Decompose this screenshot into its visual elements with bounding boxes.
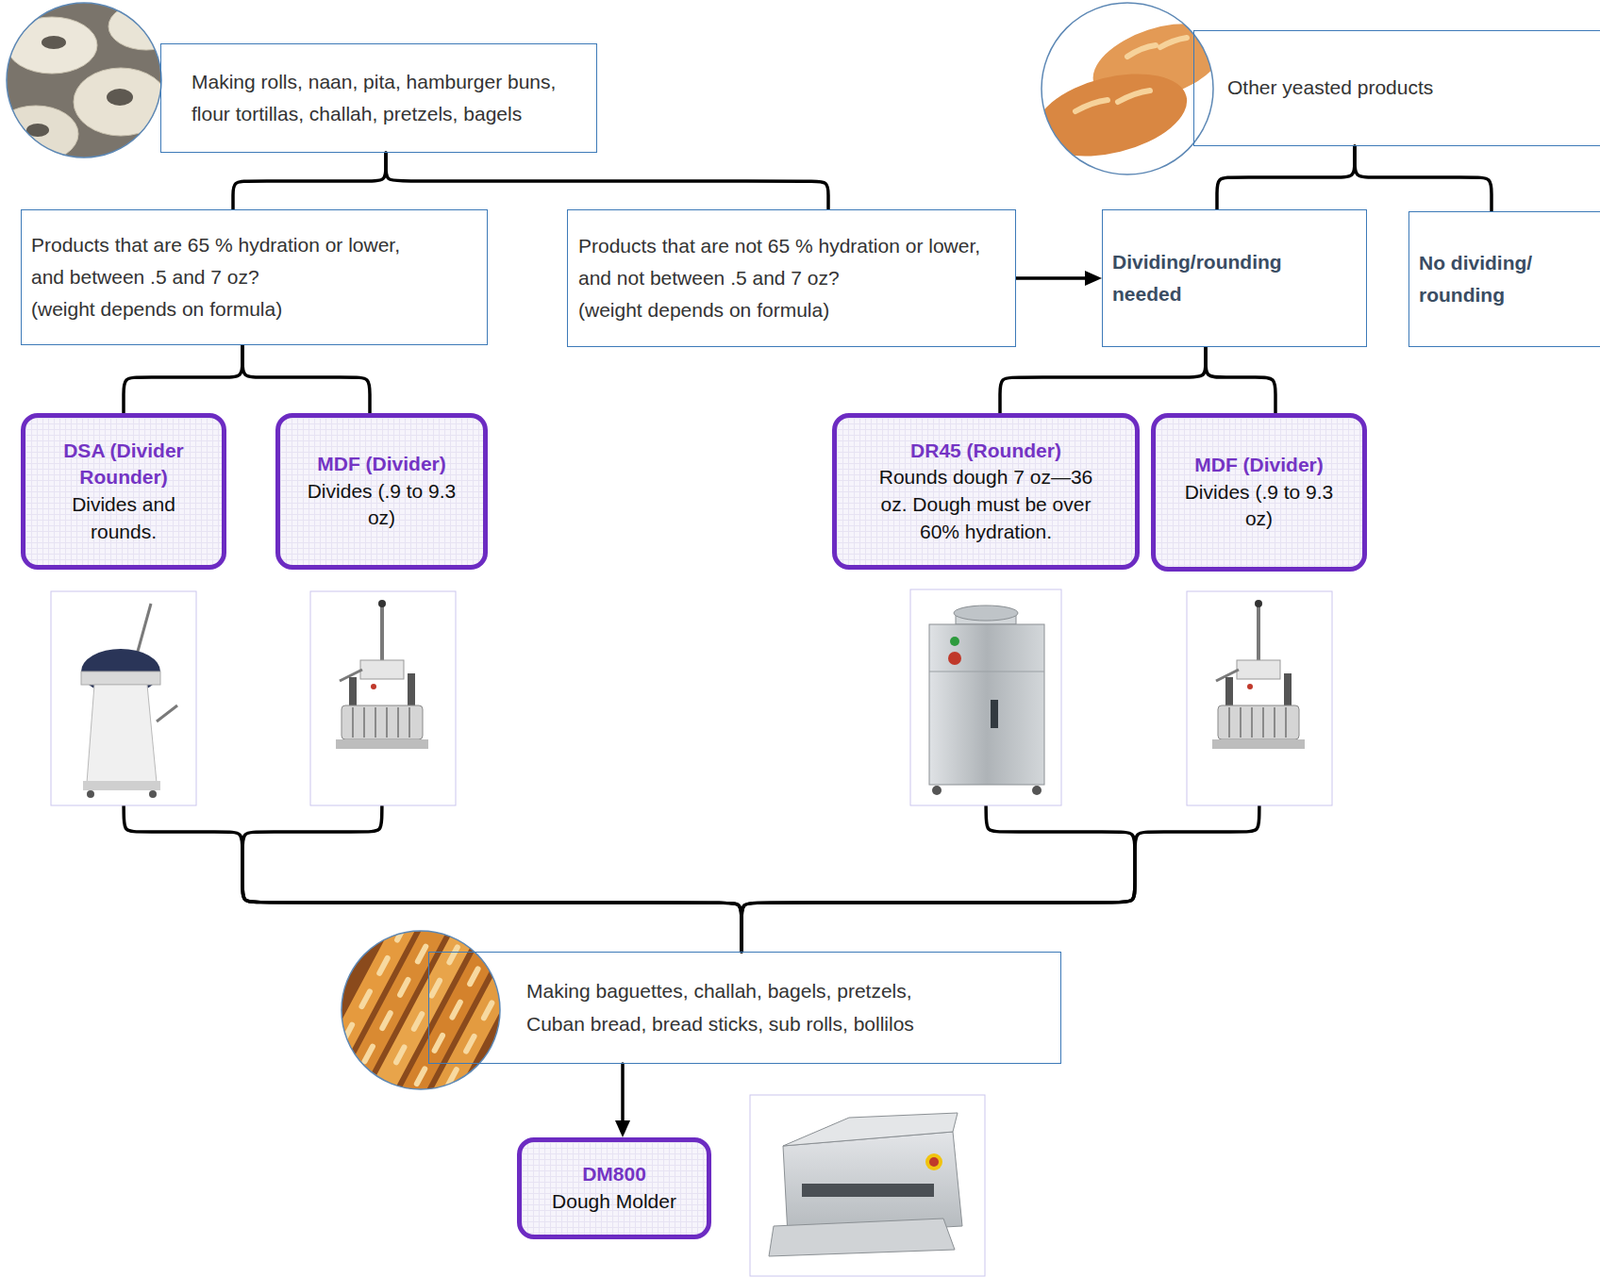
machine-name: MDF (Divider) [1183,451,1335,480]
brace-connector [385,152,829,210]
machine-lever [380,603,384,663]
brace-connector [1354,146,1492,212]
machine-box: DM800Dough Molder [516,1137,712,1240]
machine-note: Divides (.9 to 9.3 oz) [1183,479,1335,534]
brace-connector [123,345,243,414]
machine-head [360,660,404,680]
product-box: Making rolls, naan, pita, hamburger buns… [160,43,598,153]
brace-connector [242,569,742,952]
photo-circle [6,2,162,158]
drum-stripes [352,707,410,738]
bread-photo [1027,0,1234,180]
brace-connector [741,569,1135,952]
product-box: Making baguettes, challah, bagels, pretz… [428,951,1062,1065]
arrow-connector [1016,276,1087,281]
molder-top [783,1113,958,1147]
question-box: Products that are not 65 % hydration or … [566,209,1017,348]
post [349,677,357,708]
bagel-hole [41,35,67,50]
box-text: (weight depends on formula) [31,293,404,326]
box-text: Other yeasted products [1227,71,1567,104]
machine-name: DM800 [533,1161,695,1189]
bagel [6,16,98,74]
photo-frame [1186,591,1333,806]
box-text: Products that are 65 % hydration or lowe… [31,229,404,294]
molder-tray [768,1218,955,1257]
bagel-hole [106,88,134,106]
bagel-photo [0,0,184,166]
divider-drum [341,705,423,740]
photo-frame [750,1095,985,1277]
machine-box: MDF (Divider)Divides (.9 to 9.3 oz) [275,413,488,570]
caster [932,785,942,796]
baguette-photo [312,876,539,1141]
baguette-group [312,876,539,1141]
machine-box: DSA (Divider Rounder)Divides and rounds. [20,413,227,570]
start-button [950,636,960,647]
machine-box: DR45 (Rounder)Rounds dough 7 oz—36 oz. D… [832,413,1140,570]
mdf-machine [1212,600,1305,750]
photo-frame [50,591,197,806]
indicator [370,683,377,690]
maker-plate [990,700,999,729]
baguette-scoring [339,920,508,1101]
side-lever [156,705,178,722]
baking-tray [0,0,170,166]
arrow-connector [620,1064,625,1123]
brace-connector [1216,146,1355,210]
machine-note: Divides (.9 to 9.3 oz) [306,478,458,533]
brace-connector [1205,347,1276,414]
box-text: Products that are not 65 % hydration or … [578,230,994,295]
box-text: No dividing/ rounding [1418,247,1580,312]
photo-frame [310,591,456,806]
caster [149,790,157,799]
loaf [1027,59,1196,170]
question-box: Products that are 65 % hydration or lowe… [20,209,488,346]
stop-ring [925,1153,943,1171]
machine-base [335,739,429,750]
machine-note: Dough Molder [533,1188,695,1217]
bagel [0,105,79,163]
box-text: Making baguettes, challah, bagels, pretz… [526,975,970,1040]
product-box: Other yeasted products [1193,30,1600,147]
machine-body [86,684,157,784]
machine-name: DR45 (Rounder) [870,437,1102,466]
brace-connector [123,569,742,952]
category-box: No dividing/ rounding [1408,211,1600,348]
mdf-machine [335,600,429,750]
box-text: Making rolls, naan, pita, hamburger buns… [191,66,591,131]
bagel [73,67,168,136]
machine-base [83,781,161,791]
brace-connector [1000,347,1206,414]
photo-frame [910,589,1062,806]
machine-box: MDF (Divider)Divides (.9 to 9.3 oz) [1150,413,1367,572]
brace-connector [242,345,370,414]
machine-name: MDF (Divider) [306,450,458,479]
molder-opening [801,1183,934,1198]
photo-circle [1041,2,1214,175]
brace-connector [233,152,386,210]
photo-circle [341,931,500,1090]
machine-note: Rounds dough 7 oz—36 oz. Dough must be o… [870,464,1102,546]
panel-seam [929,671,1045,673]
lever-knob [378,600,386,608]
machine-name: DSA (Divider Rounder) [43,437,204,492]
post [407,673,416,708]
rounder-cabinet [929,624,1045,785]
hopper-top [953,605,1018,621]
category-box: Dividing/rounding needed [1101,209,1367,348]
head-band [81,671,161,685]
brace-connector [741,571,1260,952]
caster [1032,785,1042,796]
stop-button [948,651,962,666]
loaf-scoring [1075,37,1187,112]
box-text: Dividing/rounding needed [1112,246,1320,311]
caster [86,790,95,799]
machine-note: Divides and rounds. [43,491,204,546]
box-text: (weight depends on formula) [578,294,994,327]
stop-button [929,1157,939,1167]
